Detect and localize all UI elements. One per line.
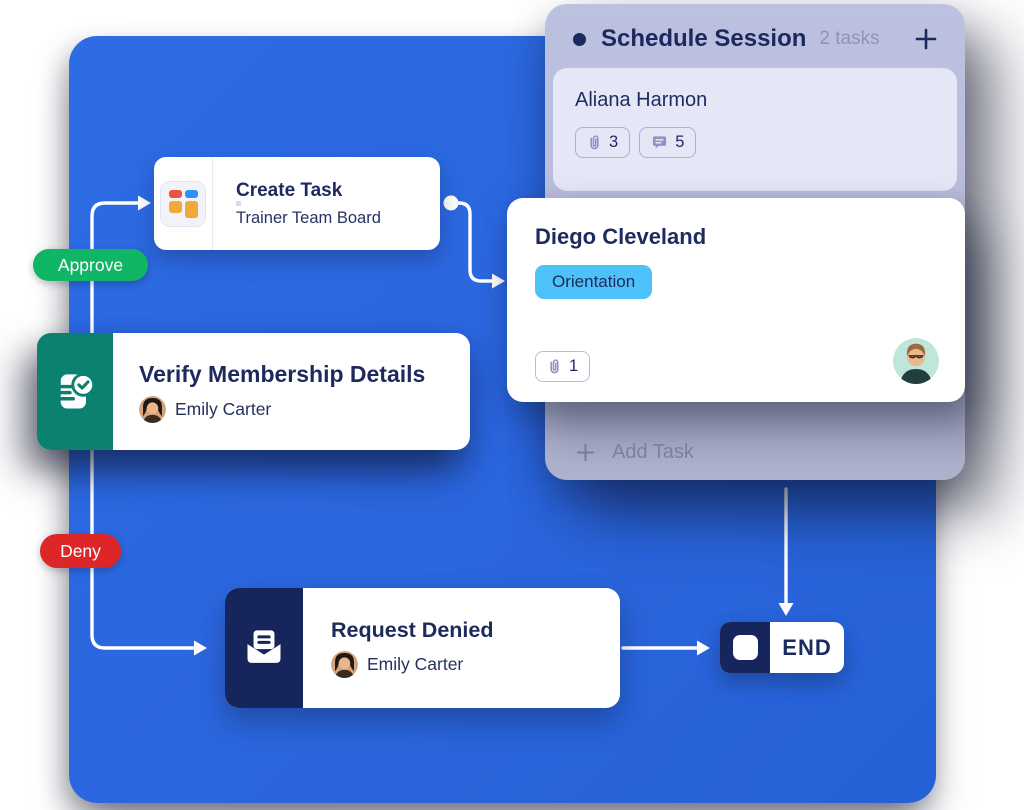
column-title: Schedule Session <box>601 25 807 52</box>
end-label: END <box>782 634 832 660</box>
add-task-button[interactable]: Add Task <box>575 441 694 464</box>
paperclip-icon <box>590 135 599 150</box>
speech-bubble-icon <box>653 135 667 149</box>
comments-count: 5 <box>675 133 685 151</box>
node-end[interactable]: END <box>720 622 844 673</box>
denied-icon-block <box>225 588 303 708</box>
avatar-emily-carter <box>331 651 358 678</box>
create-task-icon-block <box>154 157 213 250</box>
open-envelope-icon <box>247 630 281 663</box>
kanban-board-icon <box>160 180 206 227</box>
plus-icon <box>576 443 595 462</box>
node-title: Request Denied <box>331 618 494 642</box>
node-title: Create Task <box>236 179 343 201</box>
avatar-diego-cleveland <box>893 338 939 384</box>
attachment-badge: 3 <box>575 127 631 158</box>
paperclip-icon <box>550 359 559 374</box>
task-card-diego[interactable]: Diego Cleveland Orientation 1 <box>507 198 965 402</box>
node-subtitle: Trainer Team Board <box>236 208 381 227</box>
column-header: Schedule Session 2 tasks <box>545 4 965 68</box>
attachment-count: 3 <box>609 133 619 151</box>
stop-square-icon <box>732 635 758 660</box>
end-icon-block <box>720 622 770 673</box>
bullet-dot-icon <box>573 32 586 46</box>
assignee-name: Emily Carter <box>175 398 272 419</box>
attachment-count: 1 <box>569 357 579 375</box>
node-create-task[interactable]: Create Task Trainer Team Board <box>154 157 440 250</box>
deny-text: Deny <box>60 540 101 561</box>
branch-label-approve[interactable]: Approve <box>33 249 148 281</box>
assignee-name: Emily Carter <box>367 654 464 674</box>
verify-icon-block <box>37 333 113 450</box>
approve-text: Approve <box>57 254 124 275</box>
comments-badge: 5 <box>639 127 697 158</box>
node-request-denied[interactable]: Request Denied Emily Carter <box>225 588 620 708</box>
plus-icon <box>915 28 937 50</box>
board-column-panel: Schedule Session 2 tasks Aliana Harmon 3 <box>507 4 965 480</box>
avatar-emily-carter <box>139 395 166 423</box>
document-check-icon <box>57 372 96 408</box>
tag-orientation: Orientation <box>535 265 653 299</box>
add-card-button[interactable] <box>911 24 941 54</box>
task-name: Diego Cleveland <box>535 224 707 249</box>
node-verify-membership[interactable]: Verify Membership Details Emily Carter <box>37 333 470 450</box>
task-name: Aliana Harmon <box>575 89 708 111</box>
branch-label-deny[interactable]: Deny <box>40 534 121 568</box>
node-title: Verify Membership Details <box>139 360 426 387</box>
mini-marker <box>236 201 241 206</box>
task-card-aliana[interactable]: Aliana Harmon 3 5 <box>553 68 957 191</box>
attachment-badge: 1 <box>535 351 591 382</box>
task-count: 2 tasks <box>819 28 880 49</box>
add-task-label: Add Task <box>612 441 694 463</box>
